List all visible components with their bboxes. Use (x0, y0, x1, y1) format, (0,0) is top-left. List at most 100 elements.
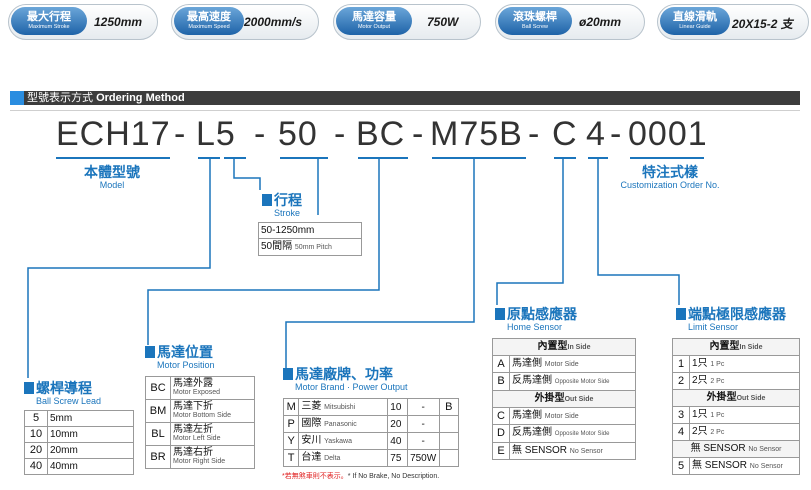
table-cell: 10 (24, 426, 48, 443)
underline-stroke-0 (224, 157, 246, 159)
spec-sublabel: Maximum Speed (188, 24, 230, 30)
cell-zh: 反馬達側 (512, 375, 552, 386)
divider (10, 110, 800, 111)
stroke-range: 50-1250mm (261, 225, 315, 236)
table-cell: BM (145, 399, 171, 423)
stroke-title-en: Stroke (274, 208, 301, 218)
cell-zh: 2只 (692, 375, 708, 386)
spec-sublabel: Motor Output (357, 24, 391, 30)
stroke-pitch-zh: 50間隔 (261, 241, 293, 252)
cell-en: 1 Pc (710, 361, 725, 368)
code-home-sensor: C (552, 115, 578, 153)
spec-value: 2000mm/s (244, 15, 303, 29)
cell-en: Motor Side (544, 413, 579, 420)
spec-value: 20X15-2 支 (732, 17, 793, 31)
spec-value: ø20mm (579, 15, 622, 29)
table-cell: 1只 1 Pc (689, 355, 800, 373)
table-header: 外掛型Out Side (672, 389, 800, 407)
cell-zh: 馬達左折 (173, 424, 213, 435)
spec-label: 直線滑軌 (673, 11, 717, 23)
cell-zh: 無 SENSOR (512, 445, 568, 456)
cell-zh: 馬達側 (512, 410, 542, 421)
cell-en: Opposite Motor Side (554, 379, 610, 385)
spec-label: 滾珠螺桿 (513, 11, 557, 23)
spec-sublabel: Ball Screw (522, 24, 548, 30)
cell-zh: 1只 (692, 358, 708, 369)
brake-note: *若無煞車則不表示。* If No Brake, No Description. (282, 471, 439, 481)
cell-en: Yaskawa (324, 438, 352, 445)
table-cell: A (492, 355, 510, 373)
custom-caption-zh: 特注式樣 (642, 164, 698, 180)
underline-stroke (280, 157, 328, 159)
header-zh: 內置型 (709, 341, 740, 352)
model-caption: 本體型號 Model (72, 164, 152, 191)
stroke-title-zh: 行程 (274, 192, 302, 208)
table-row: 50-1250mm (258, 222, 362, 239)
table-cell: 40 (387, 432, 408, 450)
table-cell: 國際 Panasonic (298, 415, 389, 433)
motor-brand-title-zh: 馬達廠牌、功率 (295, 366, 393, 382)
underline-motor-brand (432, 157, 526, 159)
table-cell: 三菱 Mitsubishi (298, 398, 389, 416)
motor-position-title-zh: 馬達位置 (157, 344, 213, 360)
cell-en: 1 Pc (710, 412, 725, 419)
code-lead: L5 (196, 115, 236, 153)
code-custom: 0001 (628, 115, 708, 153)
motor-position-title-en: Motor Position (157, 360, 215, 370)
cell-en: Motor Exposed (173, 389, 221, 396)
table-cell: 2只 2 Pc (689, 372, 800, 390)
square-bullet-icon (495, 308, 505, 320)
table-cell: 1 (672, 355, 690, 373)
square-bullet-icon (262, 194, 272, 206)
stroke-table: 50-1250mm 50間隔 50mm Pitch (258, 222, 362, 256)
table-row: 50間隔 50mm Pitch (258, 238, 362, 256)
table-cell: - (406, 398, 440, 416)
table-row: 外掛型Out Side (492, 390, 636, 408)
table-cell: C (492, 407, 510, 425)
cell-zh: 安川 (301, 435, 322, 446)
underline-model (56, 157, 170, 159)
table-cell: 反馬達側 Opposite Motor Side (509, 372, 636, 391)
cell-zh: 馬達下折 (173, 401, 213, 412)
cell-en: Opposite Motor Side (554, 431, 610, 437)
code-stroke: 50 (278, 115, 318, 153)
table-header: 外掛型Out Side (492, 390, 636, 408)
table-header: 內置型In Side (672, 338, 800, 356)
table-cell: 50間隔 50mm Pitch (258, 238, 362, 256)
cell-en: Motor Side (544, 361, 579, 368)
table-cell: T (282, 449, 300, 467)
table-cell: BR (145, 445, 171, 469)
square-bullet-icon (145, 346, 155, 358)
cell-zh: 三菱 (301, 401, 322, 412)
cell-zh: 馬達外露 (173, 378, 213, 389)
spec-sublabel: Maximum Stroke (28, 24, 70, 30)
underline-custom (630, 157, 704, 159)
header-en: In Side (567, 344, 591, 351)
underline-limit (588, 157, 608, 159)
lead-title-zh: 螺桿導程 (36, 380, 92, 396)
table-cell: D (492, 424, 510, 443)
limit-sensor-title-en: Limit Sensor (688, 322, 739, 332)
code-limit-sensor: 4 (586, 115, 606, 153)
limit-sensor-title-zh: 端點極限感應器 (688, 306, 786, 322)
table-cell: 20 (24, 442, 48, 459)
